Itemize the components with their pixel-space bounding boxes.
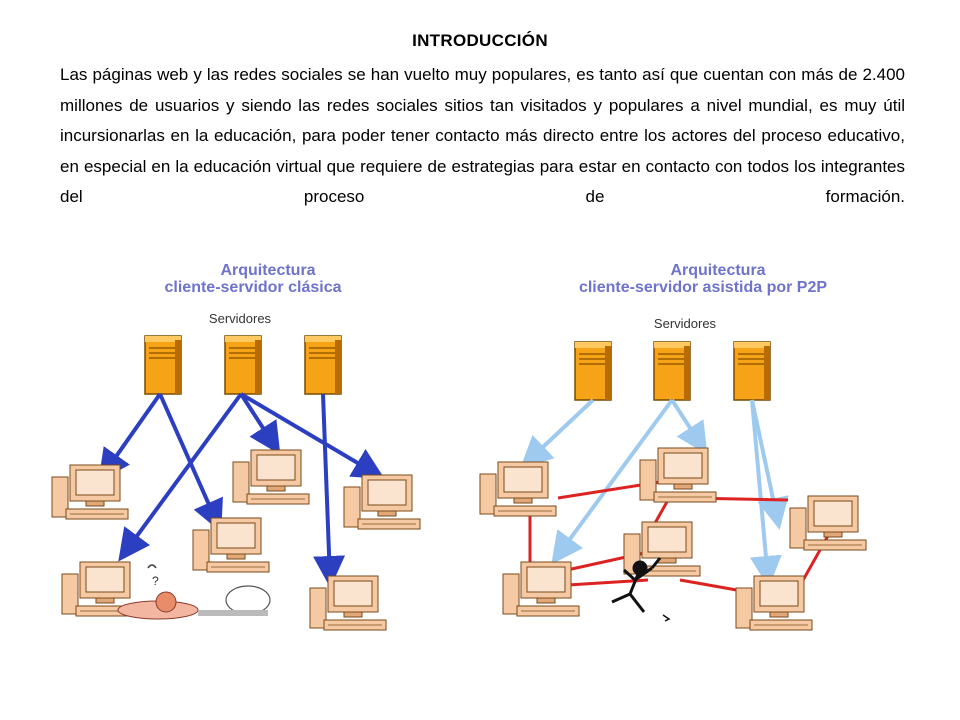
left-heading-line2: cliente-servidor clásica — [165, 279, 342, 296]
server-icon — [653, 341, 691, 401]
hacker-figure — [611, 557, 671, 622]
server-assist-arrows — [520, 398, 789, 588]
computer-icon — [789, 495, 867, 551]
left-servers-label: Servidores — [209, 311, 272, 326]
server-icon — [574, 341, 612, 401]
computer-icon — [502, 561, 580, 617]
computer-icon — [639, 447, 717, 503]
computer-icon — [51, 464, 129, 520]
intro-paragraph: Las páginas web y las redes sociales se … — [60, 65, 905, 206]
right-heading-line1: Arquitectura — [670, 262, 765, 279]
right-heading-line2: cliente-servidor asistida por P2P — [579, 279, 827, 296]
server-icon — [144, 335, 182, 395]
slide-title: INTRODUCCIÓN — [412, 31, 548, 50]
left-heading-line1: Arquitectura — [220, 262, 315, 279]
right-servers-label: Servidores — [654, 316, 717, 331]
computer-icon — [479, 461, 557, 517]
computer-icon — [309, 575, 387, 631]
server-icon — [304, 335, 342, 395]
client-server-arrows — [98, 392, 385, 588]
server-icon — [224, 335, 262, 395]
computer-icon — [232, 449, 310, 505]
svg-text:?: ? — [152, 574, 159, 588]
architecture-figure: Arquitectura cliente-servidor clásica Se… — [48, 250, 903, 635]
computer-icon — [735, 575, 813, 631]
sleeping-user-figure: ? — [117, 564, 271, 620]
server-icon — [733, 341, 771, 401]
computer-icon — [343, 474, 421, 530]
computer-icon — [192, 517, 270, 573]
